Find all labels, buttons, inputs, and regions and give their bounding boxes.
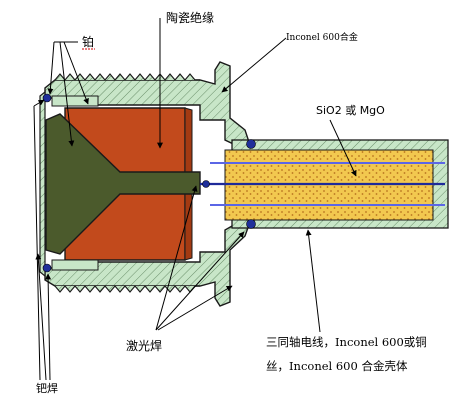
label-ceramic-insulation: 陶瓷绝缘 — [166, 10, 214, 25]
leader-lines — [33, 18, 357, 381]
label-platinum: 铂 — [82, 34, 94, 49]
label-cable-line2: 丝，Inconel 600 合金壳体 — [266, 359, 408, 373]
label-laser-weld: 激光焊 — [126, 338, 162, 353]
electrode — [45, 95, 201, 271]
triaxial-cable — [200, 139, 449, 229]
label-palladium-braze: 钯焊 — [36, 381, 58, 395]
outer-housing — [39, 61, 251, 307]
label-filler: SiO2 或 MgO — [316, 104, 385, 117]
label-inconel-alloy: Inconel 600合金 — [286, 31, 358, 43]
labels: 铂 陶瓷绝缘 Inconel 600合金 SiO2 或 MgO 激光焊 三同轴电… — [36, 10, 427, 395]
weld-points — [42, 93, 256, 273]
label-cable-line1: 三同轴电线，Inconel 600或铜 — [266, 335, 427, 349]
